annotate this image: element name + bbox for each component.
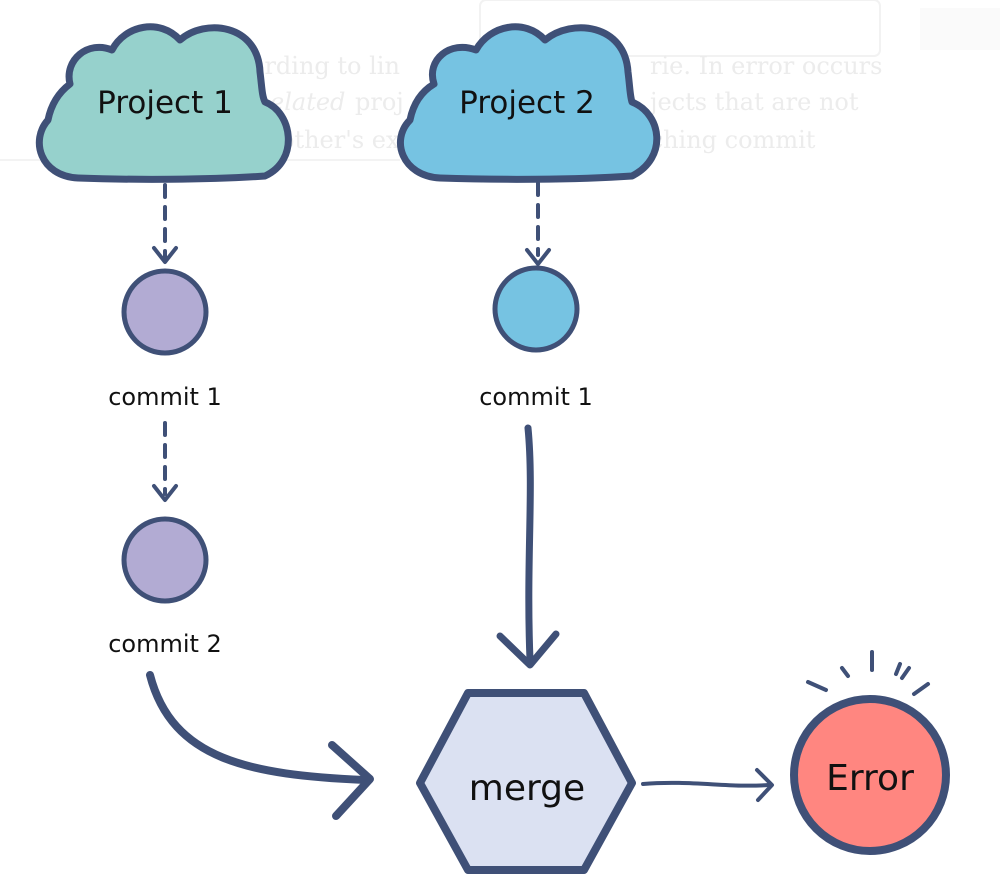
- project1-cloud: Project 1: [35, 23, 292, 183]
- error-node: Error: [790, 650, 950, 855]
- project1-commit2-node: commit 2: [108, 516, 222, 658]
- project2-commit1-node: commit 1: [479, 265, 593, 411]
- merge-hexagon: [416, 689, 636, 874]
- error-label: Error: [826, 758, 914, 799]
- arrow-p2-commit1-to-merge: [496, 424, 560, 669]
- project1-commit1-node: commit 1: [108, 268, 222, 411]
- project1-commit2-label: commit 2: [108, 630, 222, 658]
- svg-text:proj: proj: [355, 88, 404, 116]
- arrow-project2-to-commit1: [525, 181, 551, 266]
- project1-cloud-shape: [35, 23, 292, 183]
- arrow-project1-to-commit1: [152, 183, 178, 264]
- svg-text:other's ex: other's ex: [280, 126, 400, 154]
- merge-label: merge: [469, 768, 585, 809]
- project1-label: Project 1: [97, 85, 233, 121]
- background-artifacts: ording to lin rie. In error occurs elate…: [0, 0, 1000, 161]
- project1-commit1-circle: [121, 268, 209, 356]
- project2-cloud: Project 2: [397, 23, 661, 183]
- svg-text:jects that are not: jects that are not: [647, 88, 859, 116]
- svg-text:ording to lin: ording to lin: [250, 52, 400, 80]
- svg-text:tching commit: tching commit: [640, 126, 816, 154]
- arrow-commit2-to-merge: [146, 671, 374, 820]
- svg-text:rie. In error occurs: rie. In error occurs: [650, 52, 882, 80]
- project1-commit1-label: commit 1: [108, 383, 222, 411]
- merge-node: merge: [416, 689, 636, 874]
- project2-commit1-label: commit 1: [479, 383, 593, 411]
- error-circle: [790, 695, 950, 855]
- project2-label: Project 2: [459, 85, 595, 121]
- connectors: [146, 181, 774, 820]
- project1-commit2-circle: [121, 516, 209, 604]
- project2-commit1-circle: [492, 265, 580, 353]
- arrow-commit1-to-commit2: [152, 421, 178, 502]
- arrow-merge-to-error: [641, 768, 774, 802]
- error-burst-lines: [806, 650, 930, 696]
- project2-cloud-shape: [397, 23, 661, 183]
